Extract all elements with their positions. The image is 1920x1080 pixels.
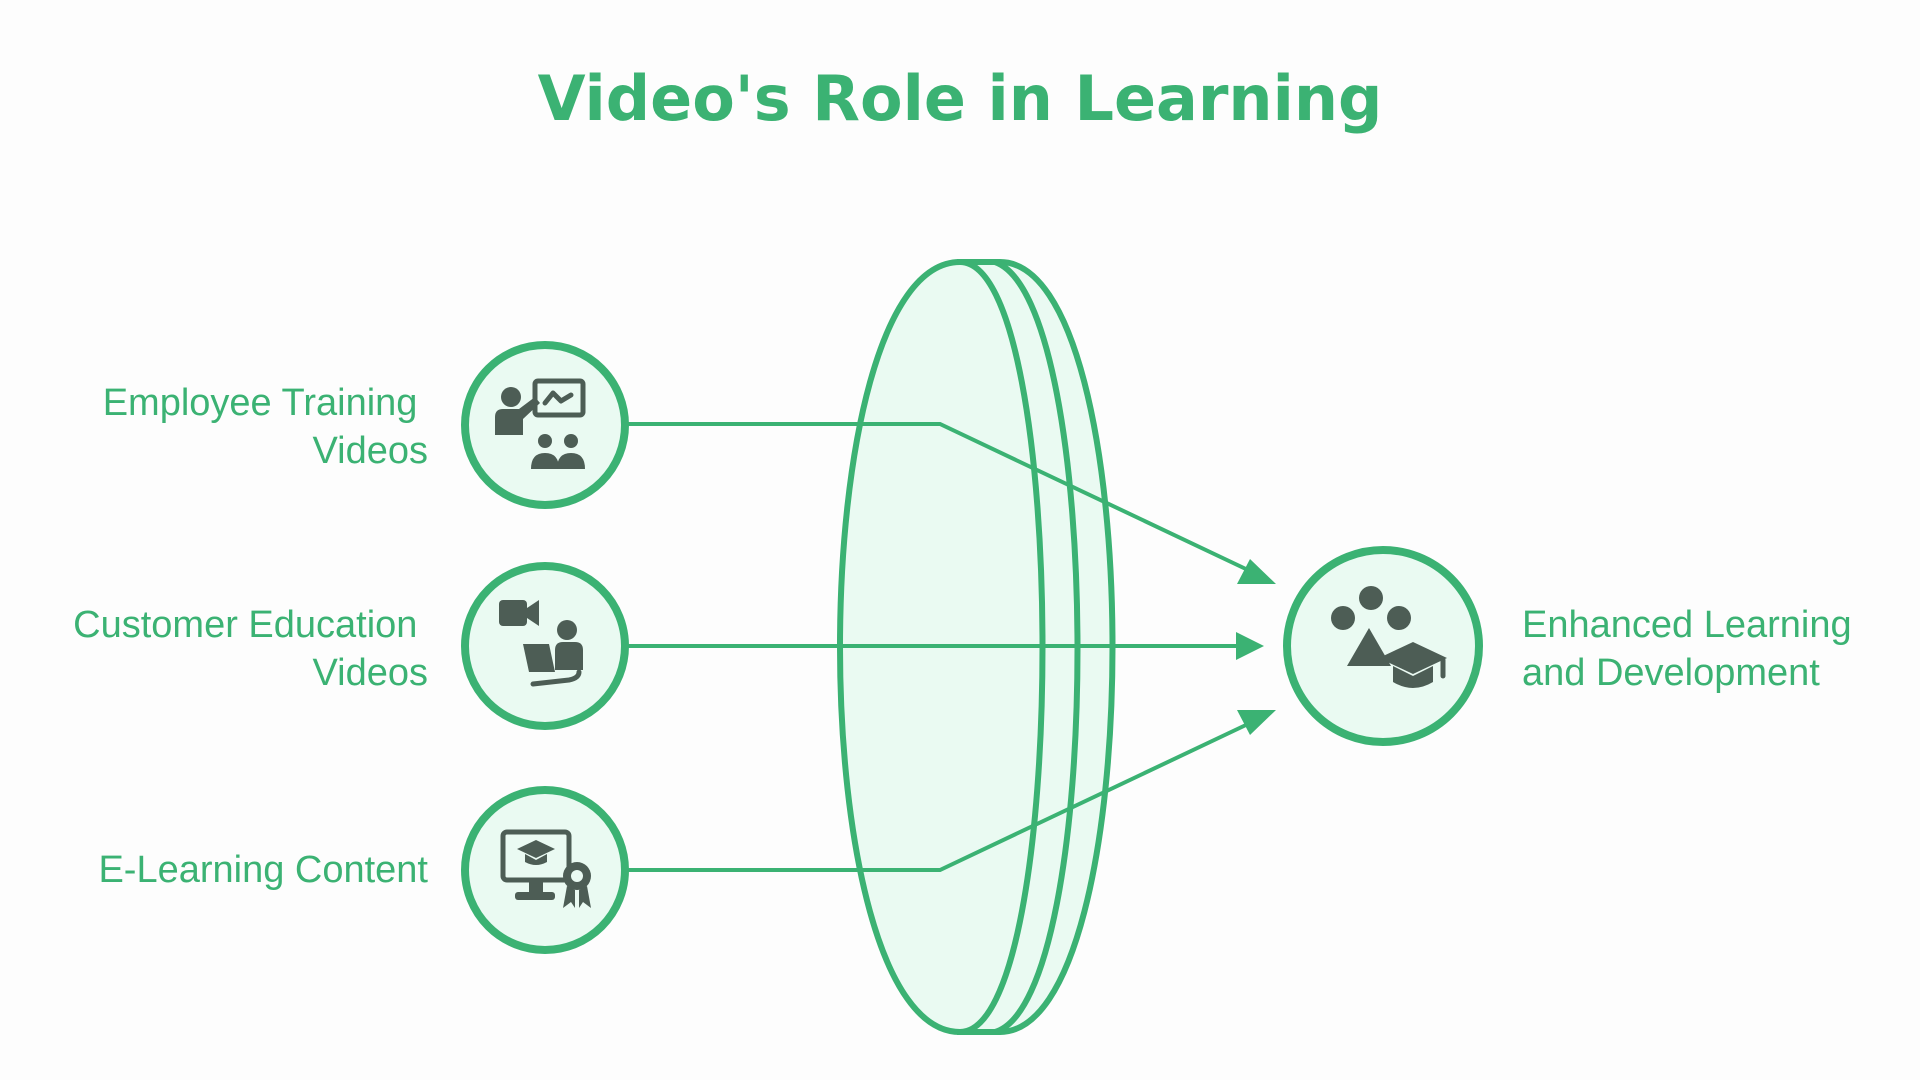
- output-label-line: and Development: [1522, 652, 1820, 694]
- input-label-line: Videos: [312, 652, 428, 694]
- arrowhead-elearning: [1237, 710, 1276, 735]
- connectors: [626, 422, 1276, 872]
- input-label-employee-training: Employee Training Videos: [103, 382, 428, 472]
- input-circle-employee-training: [461, 341, 629, 509]
- input-circle-elearning: [461, 786, 629, 954]
- output-label-line: Enhanced Learning: [1522, 604, 1852, 646]
- trainer-presentation-icon: [495, 378, 586, 469]
- output-circle: [1283, 546, 1483, 746]
- learning-development-icon: [1331, 586, 1447, 688]
- output-label: Enhanced Learning and Development: [1522, 604, 1862, 694]
- output-node: Enhanced Learning and Development: [1283, 546, 1862, 746]
- input-node-elearning: E-Learning Content: [98, 786, 629, 954]
- input-label-line: Customer Education: [73, 604, 417, 646]
- input-node-employee-training: Employee Training Videos: [103, 341, 629, 509]
- diagram-title: Video's Role in Learning: [538, 62, 1383, 135]
- connector-elearning: [626, 722, 1249, 872]
- input-label-customer-education: Customer Education Videos: [73, 604, 428, 694]
- input-label-line: E-Learning Content: [98, 849, 428, 891]
- video-learner-icon: [499, 600, 583, 687]
- arrowhead-employee-training: [1237, 559, 1276, 584]
- online-course-certificate-icon: [500, 829, 591, 908]
- input-label-line: Videos: [312, 430, 428, 472]
- connector-employee-training: [626, 422, 1249, 572]
- arrowhead-customer-education: [1236, 632, 1264, 660]
- input-label-line: Employee Training: [103, 382, 418, 424]
- input-node-customer-education: Customer Education Videos: [73, 562, 629, 730]
- input-label-elearning: E-Learning Content: [98, 849, 428, 891]
